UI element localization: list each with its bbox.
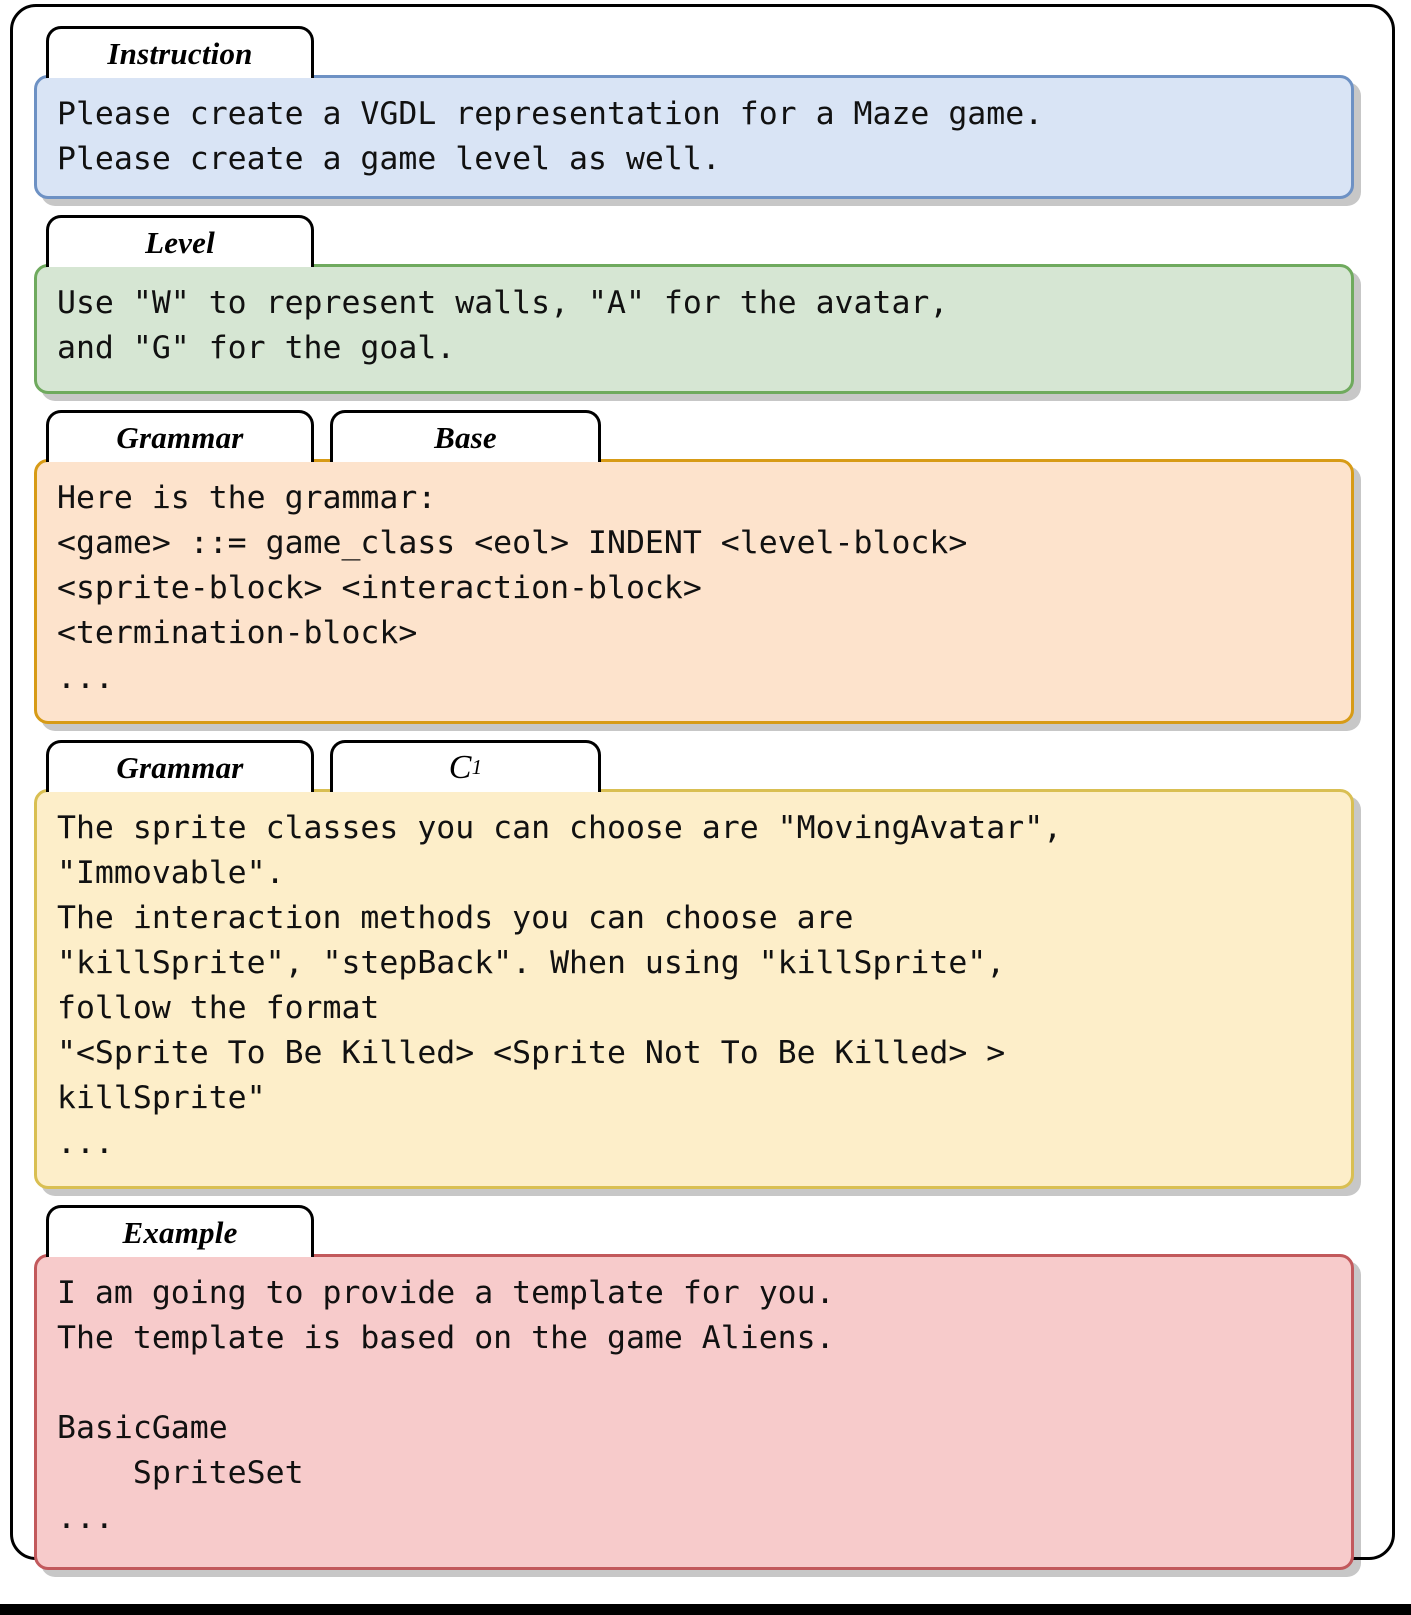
grammar-c1-text: The sprite classes you can choose are "M… bbox=[57, 810, 1063, 1161]
tab-c1-subscript: 1 bbox=[471, 755, 483, 779]
tab-level[interactable]: Level bbox=[46, 215, 314, 267]
tab-level-label: Level bbox=[145, 224, 215, 260]
tab-instruction-label: Instruction bbox=[107, 35, 253, 71]
tab-example[interactable]: Example bbox=[46, 1205, 314, 1257]
panel-stack: Instruction Please create a VGDL represe… bbox=[34, 22, 1354, 1582]
page-edge-strip bbox=[0, 1604, 1411, 1615]
tab-c1-label: C bbox=[448, 748, 472, 786]
panel-instruction: Instruction Please create a VGDL represe… bbox=[34, 22, 1354, 199]
tab-example-label: Example bbox=[122, 1214, 238, 1250]
tab-base-label: Base bbox=[434, 419, 497, 455]
panel-grammar-base: Grammar Base Here is the grammar: <game>… bbox=[34, 406, 1354, 724]
panel-example: Example I am going to provide a template… bbox=[34, 1201, 1354, 1570]
tab-base[interactable]: Base bbox=[330, 410, 601, 462]
example-text: I am going to provide a template for you… bbox=[57, 1275, 835, 1536]
grammar-c1-content-box: The sprite classes you can choose are "M… bbox=[34, 789, 1354, 1189]
tab-row-instruction: Instruction bbox=[46, 22, 1354, 78]
grammar-base-content-box: Here is the grammar: <game> ::= game_cla… bbox=[34, 459, 1354, 724]
instruction-text: Please create a VGDL representation for … bbox=[57, 96, 1044, 177]
tab-row-level: Level bbox=[46, 211, 1354, 267]
tab-instruction[interactable]: Instruction bbox=[46, 26, 314, 78]
example-content-box: I am going to provide a template for you… bbox=[34, 1254, 1354, 1570]
grammar-base-text: Here is the grammar: <game> ::= game_cla… bbox=[57, 480, 968, 696]
tab-grammar-c1[interactable]: Grammar bbox=[46, 740, 314, 792]
tab-grammar-base[interactable]: Grammar bbox=[46, 410, 314, 462]
tab-grammar-base-label: Grammar bbox=[116, 419, 244, 455]
instruction-content-box: Please create a VGDL representation for … bbox=[34, 75, 1354, 199]
panel-level: Level Use "W" to represent walls, "A" fo… bbox=[34, 211, 1354, 394]
level-text: Use "W" to represent walls, "A" for the … bbox=[57, 285, 949, 366]
tab-row-example: Example bbox=[46, 1201, 1354, 1257]
tab-row-grammar-base: Grammar Base bbox=[46, 406, 1354, 462]
tab-grammar-c1-label: Grammar bbox=[116, 749, 244, 785]
level-content-box: Use "W" to represent walls, "A" for the … bbox=[34, 264, 1354, 394]
